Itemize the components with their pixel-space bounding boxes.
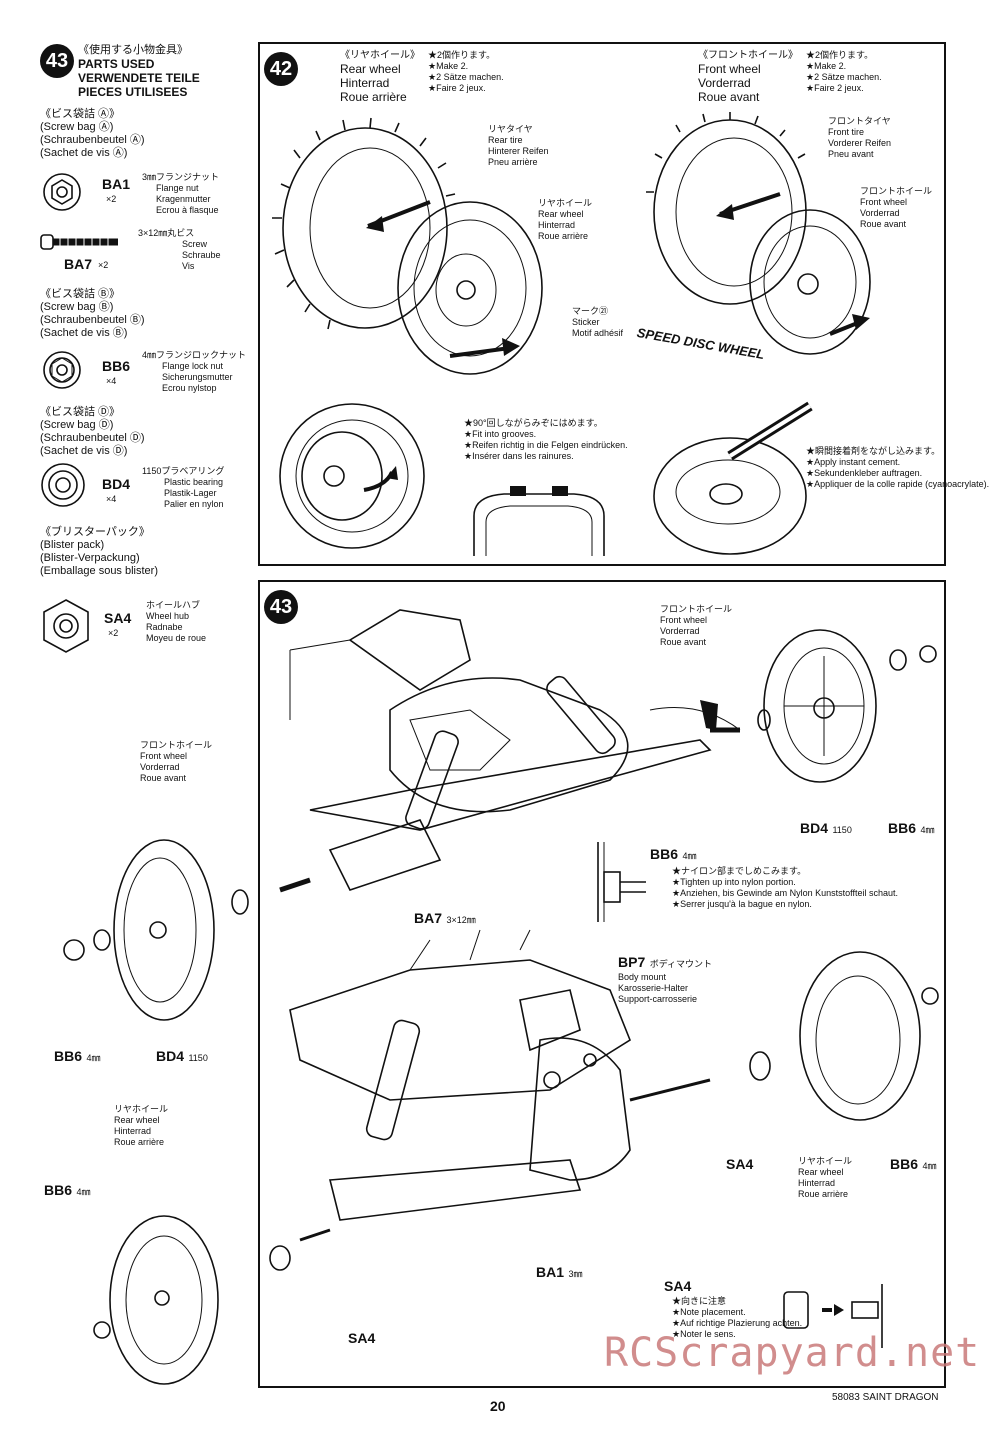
ba1-label: BA1 3㎜: [536, 1264, 583, 1280]
front-tire-illustration: [646, 112, 871, 355]
tire-fitting-illustration: [279, 403, 425, 549]
bb6-label-front-right: BB6 4㎜: [888, 820, 935, 836]
bb6-label-rear-left: BB6 4㎜: [44, 1182, 91, 1198]
front-chassis-illustration: [279, 609, 741, 893]
ba1-code: BA1: [102, 176, 131, 192]
sa4-code: SA4: [104, 610, 132, 626]
blister-label: 《ブリスターパック》(Blister pack) (Blister-Verpac…: [40, 526, 158, 577]
bb6-qty: ×4: [106, 376, 117, 386]
front-left-wheel-illustration: [63, 839, 249, 1021]
ba1-qty: ×2: [106, 194, 117, 204]
bag-b-label: 《ビス袋詰 Ⓑ》(Screw bag Ⓑ) (Schraubenbeutel Ⓑ…: [40, 288, 145, 339]
header-fr: PIECES UTILISEES: [78, 85, 188, 99]
rear-make-note: ★2個作ります。★Make 2. ★2 Sätze machen.★Faire …: [428, 50, 504, 93]
tire-section-illustration: [473, 486, 605, 556]
bd4-label-front-left: BD4 1150: [156, 1048, 208, 1064]
rear-right-wheel-illustration: [749, 951, 939, 1121]
sa4-label-note: SA4: [664, 1278, 692, 1294]
bb6-code: BB6: [102, 358, 131, 374]
bb6-label-front-left: BB6 4㎜: [54, 1048, 101, 1064]
rear-tire-illustration: [272, 117, 543, 375]
header-en: PARTS USED: [78, 57, 155, 71]
cement-note: ★瞬間接着剤をながし込みます。★Apply instant cement. ★S…: [806, 446, 990, 489]
bd4-label-front-right: BD4 1150: [800, 820, 852, 836]
cement-illustration: [653, 401, 813, 562]
sa4-label-rear-left: SA4: [348, 1330, 376, 1346]
header-jp: 《使用する小物金具》: [78, 44, 188, 56]
step-43-badge-main: 43: [264, 590, 298, 624]
sa4-placement-note: ★向きに注意★Note placement. ★Auf richtige Pla…: [672, 1296, 803, 1339]
front-right-wheel-illustration: [757, 629, 937, 783]
ba7-label-rear: BA7 3×12㎜: [414, 910, 476, 926]
bd4-code: BD4: [102, 476, 131, 492]
ba7-qty: ×2: [98, 260, 109, 270]
header-de: VERWENDETE TEILE: [78, 71, 200, 85]
flange-nut-icon: [43, 173, 81, 211]
step-42-panel: [258, 42, 946, 566]
step-42-badge: 42: [264, 52, 298, 86]
groove-note: ★90°回しながらみぞにはめます。★Fit into grooves. ★Rei…: [464, 418, 628, 461]
sa4-label-rear-right: SA4: [726, 1156, 754, 1172]
bb6-label-inset: BB6 4㎜: [650, 846, 697, 862]
bd4-qty: ×4: [106, 494, 117, 504]
sa4-hub-inset: [783, 1284, 883, 1348]
front-make-note: ★2個作ります。★Make 2. ★2 Sätze machen.★Faire …: [806, 50, 882, 93]
step-43-badge: 43: [40, 44, 74, 78]
bb6-label-rear-right: BB6 4㎜: [890, 1156, 937, 1172]
nylon-nut-inset: [597, 842, 646, 922]
sa4-qty: ×2: [108, 628, 119, 638]
nylon-note: ★ナイロン部までしめこみます。★Tighten up into nylon po…: [672, 866, 899, 909]
page-number: 20: [490, 1398, 506, 1414]
bag-a-label: 《ビス袋詰 Ⓐ》(Screw bag Ⓐ) (Schraubenbeutel Ⓐ…: [40, 108, 145, 159]
model-code: 58083 SAINT DRAGON: [832, 1392, 939, 1403]
bearing-icon: [41, 463, 85, 507]
lock-nut-icon: [43, 351, 81, 389]
parts-used-header: 《使用する小物金具》 PARTS USED VERWENDETE TEILE P…: [78, 44, 200, 99]
ba7-code: BA7: [64, 256, 93, 272]
rear-left-wheel-illustration: [93, 1215, 291, 1385]
rear-chassis-illustration: [289, 929, 711, 1242]
bag-d-label: 《ビス袋詰 Ⓓ》(Screw bag Ⓓ) (Schraubenbeutel Ⓓ…: [40, 406, 145, 457]
watermark-text: RCScrapyard.net: [604, 1330, 981, 1376]
screw-icon: [40, 234, 118, 250]
wheel-hub-icon: [43, 599, 89, 653]
